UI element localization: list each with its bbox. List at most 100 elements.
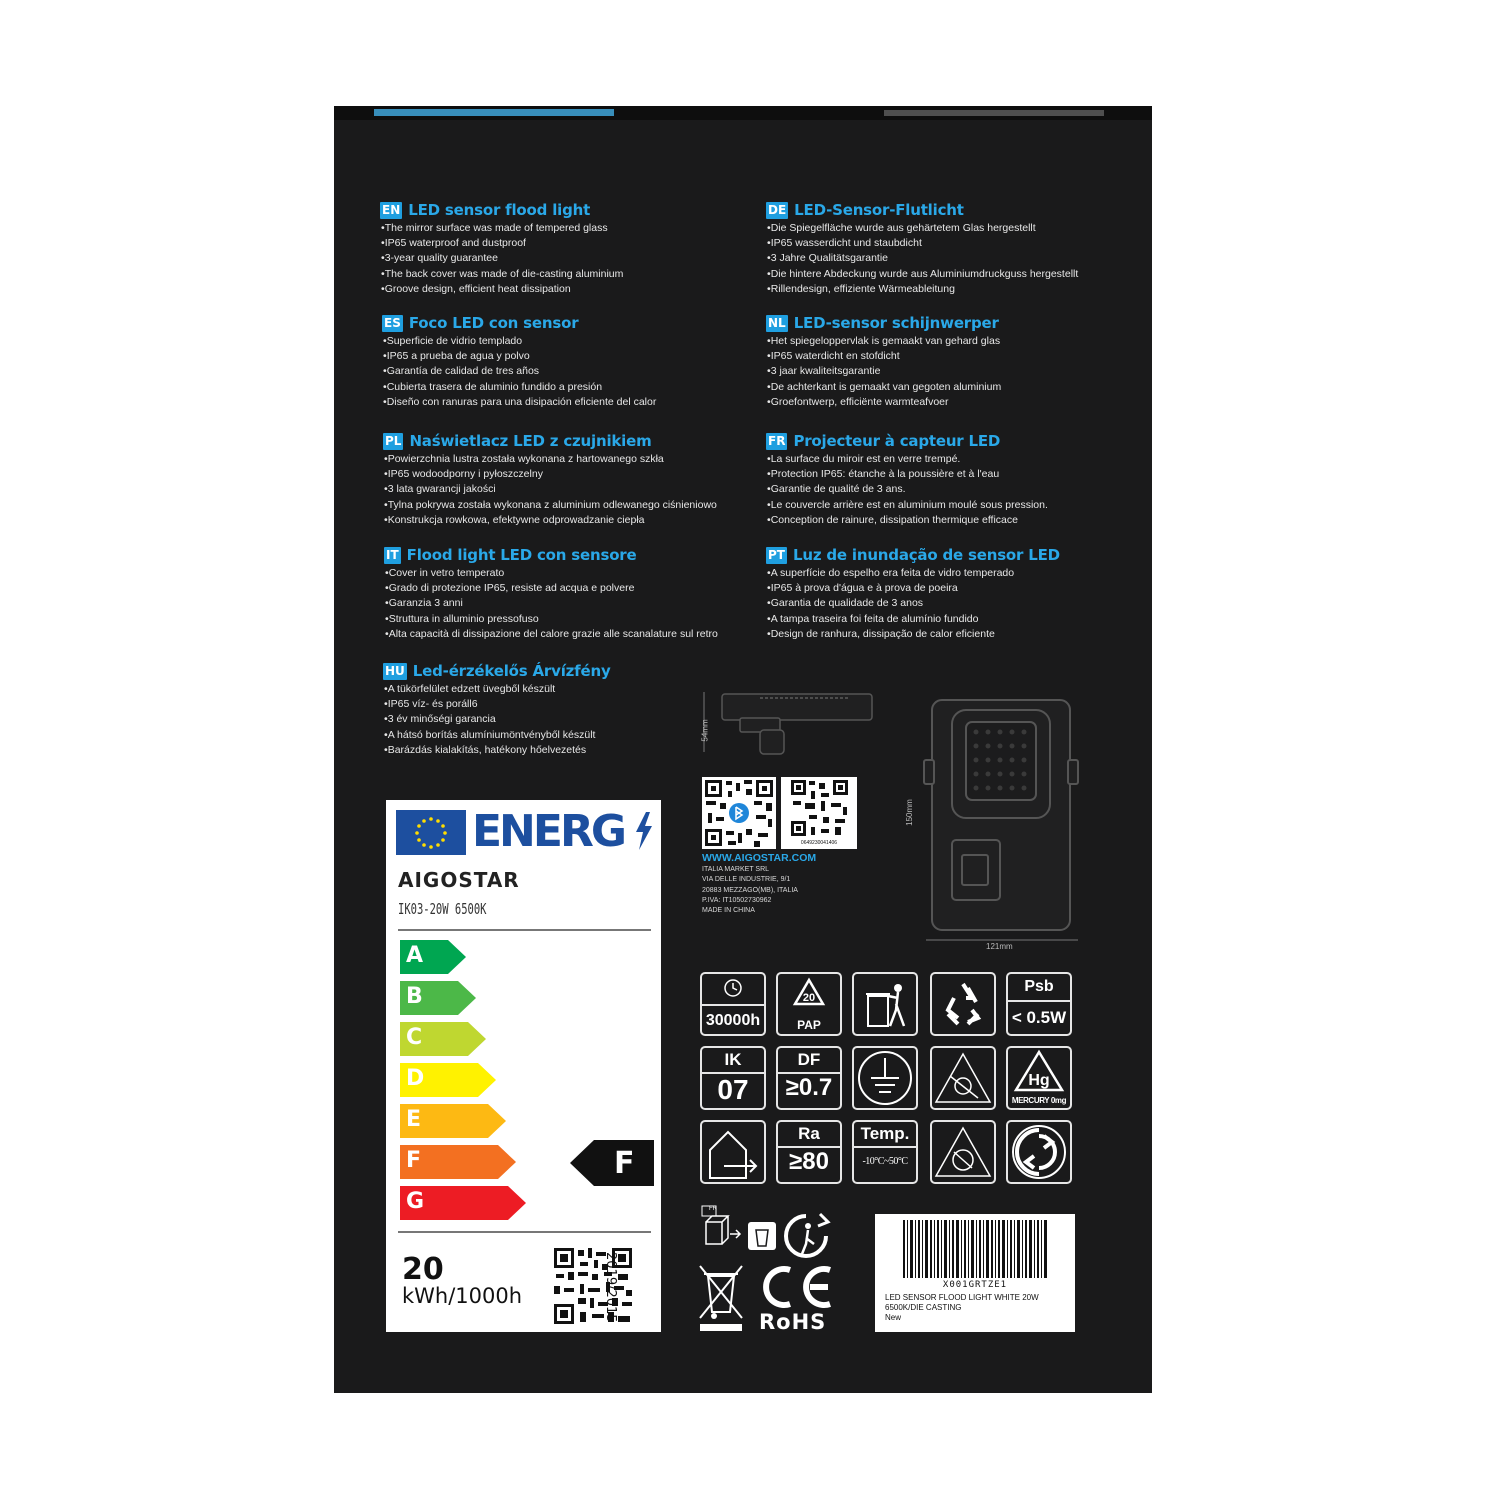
- bullet: Barázdás kialakítás, hatékony hőelvezeté…: [384, 743, 611, 758]
- bullet: Powierzchnia lustra została wykonana z h…: [384, 452, 717, 467]
- bullet: Groefontwerp, efficiënte warmteafvoer: [767, 395, 1001, 410]
- qr-caption: 0649230041406: [800, 840, 838, 846]
- bullet: Conception de rainure, dissipation therm…: [767, 513, 1048, 528]
- class-arrow-d: [400, 1063, 496, 1097]
- section-title: Projecteur à capteur LED: [793, 432, 1001, 450]
- section-title: Flood light LED con sensore: [406, 546, 637, 564]
- fr-label: FR: [709, 1206, 717, 1212]
- bullet: Groove design, efficient heat dissipatio…: [381, 282, 623, 297]
- bullet: Cover in vetro temperato: [385, 566, 718, 581]
- energy-class-b: B: [400, 981, 476, 1015]
- bullet: The back cover was made of die-casting a…: [381, 267, 624, 282]
- energy-consumption-value: 20: [402, 1252, 444, 1287]
- color-rendering-icon: Ra ≥80: [776, 1120, 842, 1184]
- section-title: Luz de inundação de sensor LED: [792, 546, 1060, 564]
- box-top-flap: [334, 106, 1152, 120]
- recycle-icon: [930, 972, 996, 1036]
- lang-code: PL: [383, 432, 404, 450]
- bullet: Le couvercle arrière est en aluminium mo…: [767, 498, 1048, 513]
- qr-code-icon: [552, 1246, 634, 1326]
- bullet: La surface du miroir est en verre trempé…: [767, 452, 1048, 467]
- class-letter: C: [406, 1025, 423, 1050]
- bullet: A tükörfelület edzett üvegből készült: [384, 682, 611, 697]
- bullet: Garantie de qualité de 3 ans.: [767, 482, 1048, 497]
- class-letter: D: [406, 1066, 425, 1091]
- bullet: Diseño con ranuras para una disipación e…: [383, 395, 657, 410]
- section-title: Foco LED con sensor: [408, 314, 579, 332]
- bullet: Superficie de vidrio templado: [383, 334, 656, 349]
- dimension-height: 150mm: [904, 799, 914, 826]
- class-arrow-e: [400, 1104, 506, 1138]
- lang-code: NL: [766, 314, 788, 332]
- section-title: Naświetlacz LED z czujnikiem: [409, 432, 652, 450]
- green-dot-icon: [1006, 1120, 1072, 1184]
- energy-class-f: F: [400, 1145, 516, 1179]
- product-side-view-icon: [703, 692, 873, 755]
- recycle-pap-icon: 20 PAP: [776, 972, 842, 1036]
- bullet: 3 Jahre Qualitätsgarantie: [767, 251, 1078, 266]
- energy-label: ENERG AIGOSTAR IK03-20W 6500K A B C D E …: [386, 800, 661, 1332]
- qr-code-icon: 0649230041406: [781, 777, 857, 849]
- bullet: Garantia de qualidade de 3 anos: [767, 596, 1060, 611]
- company-address: ITALIA MARKET SRL VIA DELLE INDUSTRIE, 9…: [702, 866, 798, 915]
- lang-code: PT: [766, 546, 787, 564]
- displacement-factor-icon: DF ≥0.7: [776, 1046, 842, 1110]
- section-title: LED sensor flood light: [408, 201, 591, 219]
- section-title: LED-Sensor-Flutlicht: [794, 201, 964, 219]
- energy-label-header: ENERG: [472, 806, 627, 857]
- bullet: A tampa traseira foi feita de alumínio f…: [767, 612, 1060, 627]
- class-arrow-f: [400, 1145, 516, 1179]
- bullet: Het spiegeloppervlak is gemaakt van geha…: [767, 334, 1001, 349]
- dimension-depth: 54mm: [700, 719, 710, 742]
- class-arrow-a: [400, 940, 466, 974]
- class-arrow-b: [400, 981, 476, 1015]
- section-de: DE LED-Sensor-Flutlicht Die Spiegelfläche…: [766, 200, 1078, 297]
- recycling-person-icon: [784, 1212, 831, 1258]
- bullet: IP65 waterproof and dustproof: [381, 236, 623, 251]
- bullet: De achterkant is gemaakt van gegoten alu…: [767, 380, 1002, 395]
- divider: [398, 1231, 651, 1233]
- bullet: 3 jaar kwaliteitsgarantie: [767, 364, 1001, 379]
- energy-class-c: C: [400, 1022, 486, 1056]
- eu-flag-icon: [396, 810, 466, 855]
- bullet: IP65 a prueba de agua y polvo: [383, 349, 656, 364]
- barcode-label: X001GRTZE1 LED SENSOR FLOOD LIGHT WHITE …: [875, 1214, 1075, 1332]
- class-letter: A: [406, 943, 424, 968]
- class-letter: G: [406, 1189, 425, 1214]
- bullet: Struttura in alluminio pressofuso: [385, 612, 718, 627]
- class-letter: E: [406, 1107, 422, 1132]
- bullet: IP65 víz- és poráll6: [384, 697, 611, 712]
- lang-code: EN: [380, 201, 403, 219]
- barcode-id: X001GRTZE1: [942, 1280, 1008, 1290]
- product-box-back: EN LED sensor flood light The mirror surf…: [334, 106, 1152, 1393]
- barcode-description: LED SENSOR FLOOD LIGHT WHITE 20W 6500K/D…: [885, 1293, 1039, 1322]
- indoor-use-icon: [700, 1120, 766, 1184]
- barcode-icon: [903, 1220, 1047, 1278]
- no-dimmer-icon: [930, 1120, 996, 1184]
- model-id: IK03-20W 6500K: [398, 900, 487, 918]
- bullet: The mirror surface was made of tempered …: [381, 221, 623, 236]
- bullet: Garanzia 3 anni: [385, 596, 718, 611]
- bullet: 3 év minőségi garancia: [384, 712, 611, 727]
- standby-power-icon: Psb < 0.5W: [1006, 972, 1072, 1036]
- bullet: Die Spiegelfläche wurde aus gehärtetem G…: [767, 221, 1078, 236]
- lang-code: DE: [766, 201, 789, 219]
- rohs-mark: RoHS: [759, 1310, 827, 1334]
- rating-pointer: F: [570, 1140, 654, 1190]
- bin-icon: [748, 1222, 776, 1250]
- bullet: Design de ranhura, dissipação de calor e…: [767, 627, 1060, 642]
- lifetime-icon: 30000h: [700, 972, 766, 1036]
- regulation-number: 2019/2015: [603, 1252, 618, 1323]
- bullet: Konstrukcja rowkowa, efektywne odprowadz…: [384, 513, 717, 528]
- dimension-width: 121mm: [986, 942, 1013, 951]
- bullet: 3 lata gwarancji jakości: [384, 482, 717, 497]
- website-link[interactable]: WWW.AIGOSTAR.COM: [702, 852, 817, 864]
- bullet: Alta capacità di dissipazione del calore…: [385, 627, 718, 642]
- impact-rating-icon: IK 07: [700, 1046, 766, 1110]
